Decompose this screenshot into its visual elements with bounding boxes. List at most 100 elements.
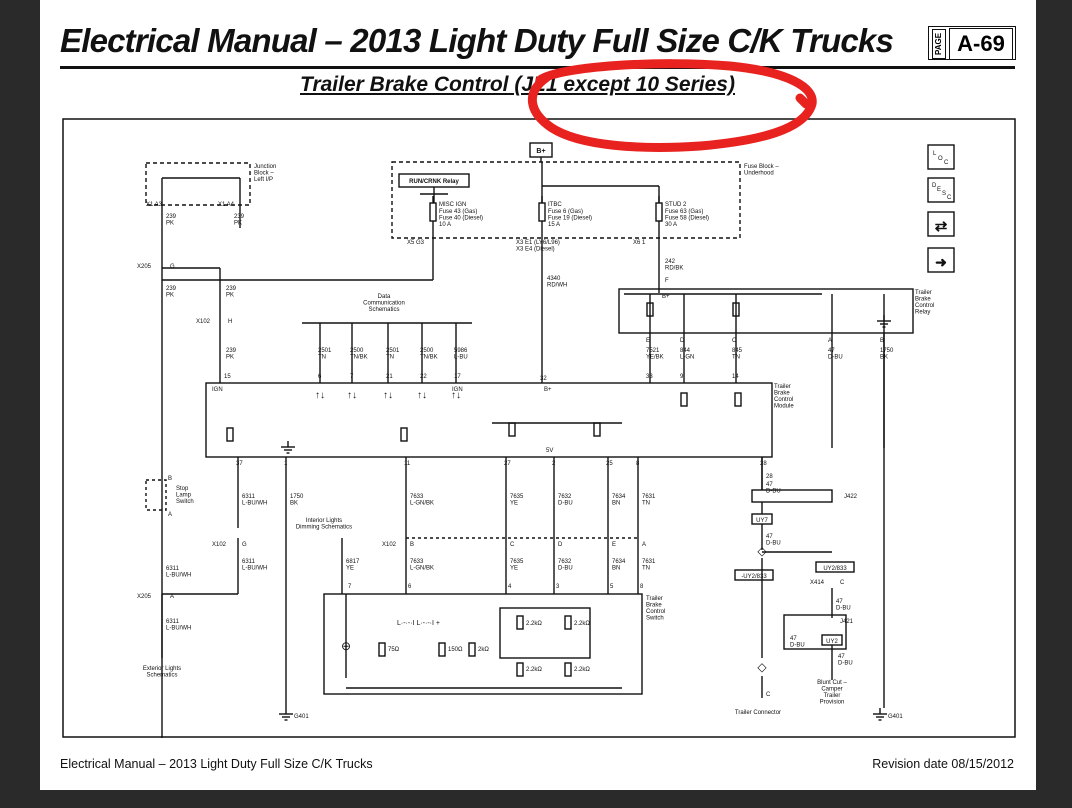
stop-pin-a: A: [168, 512, 172, 518]
module-pin-32: 32: [540, 376, 547, 382]
conn-letter: B: [410, 542, 414, 548]
g401-left: G401: [294, 714, 309, 720]
module-pin: 27: [504, 461, 511, 467]
stop-lamp-switch: [145, 479, 167, 511]
nav-desc-s: S: [942, 191, 946, 197]
module-pin: 22: [420, 374, 427, 380]
brake-control-module: [205, 382, 773, 458]
module-resistor: [226, 427, 234, 442]
brake-control-switch: [323, 593, 643, 695]
x205a-pin: A: [170, 594, 174, 600]
module-5v: 5V: [546, 448, 553, 454]
next-arrow-icon: [927, 247, 955, 273]
switch-pin: 4: [508, 584, 512, 590]
nav-loc-o: O: [938, 156, 943, 162]
relay-pin-B: B: [880, 338, 884, 344]
conn-letter: A: [642, 542, 646, 548]
switch-pin: 7: [348, 584, 352, 590]
fuse-pins: X6 1: [633, 240, 646, 246]
r-22k: 2.2kΩ: [574, 667, 590, 673]
switch-pin: 6: [408, 584, 412, 590]
fuse-pins: X3 E1 (LY6/L96)X3 E4 (Diesel): [516, 240, 560, 253]
resistor-22k: [516, 615, 524, 630]
junction-block-outline: [145, 162, 251, 206]
r-75: 75Ω: [388, 647, 400, 653]
splice-icon: ◇: [757, 660, 767, 674]
wire-lines: [145, 142, 955, 738]
module-bplus: B+: [544, 387, 552, 393]
conn-letter: E: [612, 542, 616, 548]
uy7-label: UY7: [756, 518, 768, 524]
module-ign-2: IGN: [452, 387, 463, 393]
conn-letter: C: [510, 542, 515, 548]
footer-revision-date: Revision date 08/15/2012: [872, 757, 1014, 771]
fuse-block-outline: [391, 161, 741, 239]
g401-right: G401: [888, 714, 903, 720]
fuse-name: STUD 2: [665, 202, 687, 208]
r-22k: 2.2kΩ: [526, 667, 542, 673]
pin-28-dup: 28: [766, 474, 773, 480]
module-pin: 8: [636, 461, 640, 467]
module-pin: 33: [646, 374, 653, 380]
fuse-name: ITBC: [548, 202, 562, 208]
module-resistor: [680, 392, 688, 407]
data-arrow-icon: ↑↓: [451, 390, 461, 401]
x205-pin: G: [170, 264, 175, 270]
x102g-pin: G: [242, 542, 247, 548]
footer-manual-title: Electrical Manual – 2013 Light Duty Full…: [60, 757, 373, 771]
uy2833-box: [815, 561, 855, 573]
module-ign: IGN: [212, 387, 223, 393]
switch-pin: 5: [610, 584, 614, 590]
x414-label: X414: [810, 580, 825, 586]
fuse-detail: Fuse 6 (Gas)Fuse 19 (Diesel)15 A: [548, 209, 592, 228]
relay-pin-D: D: [680, 338, 685, 344]
page-title: Electrical Manual – 2013 Light Duty Full…: [60, 22, 894, 59]
page-number-box: PAGE A-69: [928, 26, 1016, 60]
j421-box: [783, 614, 847, 650]
x205-label: X205: [137, 264, 152, 270]
fuse-pins: X5 G3: [407, 240, 425, 246]
module-pin: 9: [680, 374, 684, 380]
r-22k: 2.2kΩ: [526, 621, 542, 627]
fuse-block-label: Fuse Block –Underhood: [744, 164, 779, 177]
data-arrow-icon: ↑↓: [417, 390, 427, 401]
switch-contacts: L·-·-·I L·-·-·I +: [397, 620, 440, 627]
arrow-glyph: ➜: [935, 254, 947, 270]
trailer-connector-label: Trailer Connector: [735, 710, 781, 716]
x414-pin: C: [840, 580, 845, 586]
module-pin: 28: [760, 461, 767, 467]
uy2833b-label: -UY2/833: [741, 574, 767, 580]
description-icon: [927, 177, 955, 203]
bplus-label: B+: [536, 148, 545, 155]
module-pin: 2: [552, 461, 556, 467]
splice-icon: ◇: [757, 544, 767, 558]
data-arrow-icon: ↑↓: [315, 390, 325, 401]
module-resistor: [734, 392, 742, 407]
